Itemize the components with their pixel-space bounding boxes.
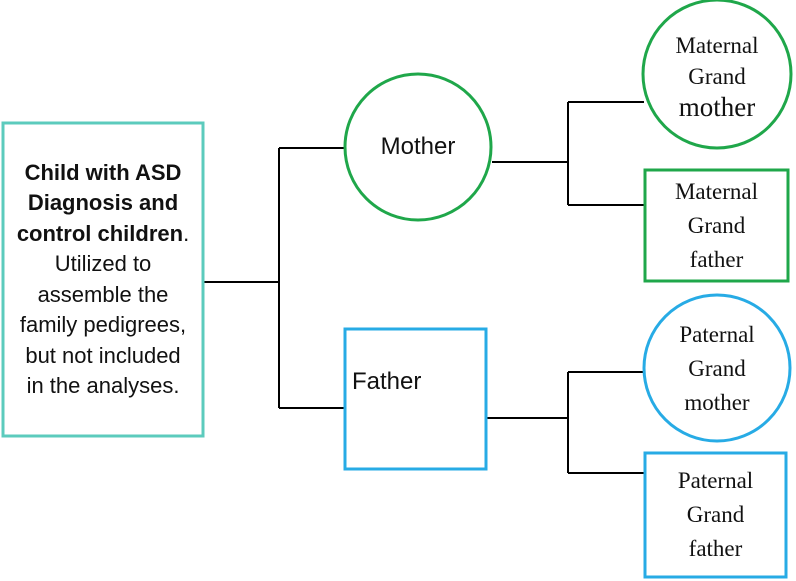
child-label: Child with ASD Diagnosis and control chi… <box>5 125 201 434</box>
connector-lines <box>203 101 644 474</box>
paternal-grandmother-node <box>642 293 792 443</box>
father-label: Father <box>352 368 422 395</box>
mother-label: Mother <box>380 133 456 160</box>
child-label-line-6: family pedigrees, <box>19 312 187 337</box>
maternal-grandmother-node <box>641 0 793 150</box>
child-node <box>1 121 205 438</box>
maternal-grandmother-label: Maternal Grand mother <box>675 32 759 122</box>
maternal-grandfather-node <box>643 168 790 283</box>
child-label-line-2: Diagnosis and <box>27 190 179 215</box>
paternal-grandfather-label: Paternal Grand father <box>677 468 754 561</box>
paternal-grandfather-node <box>643 451 788 579</box>
child-label-line-4: Utilized to <box>54 251 152 276</box>
child-label-line-7: but not included <box>25 342 181 368</box>
child-label-line-8: in the analyses. <box>26 373 180 398</box>
mother-node <box>343 72 493 222</box>
child-label-line-1: Child with ASD <box>24 159 182 185</box>
father-node <box>343 327 488 471</box>
maternal-grandfather-label: Maternal Grand father <box>674 178 758 272</box>
paternal-grandmother-label: Paternal Grand mother <box>679 322 755 415</box>
child-label-line-5: assemble the <box>37 281 169 307</box>
child-label-line-3: control children. <box>16 220 190 246</box>
